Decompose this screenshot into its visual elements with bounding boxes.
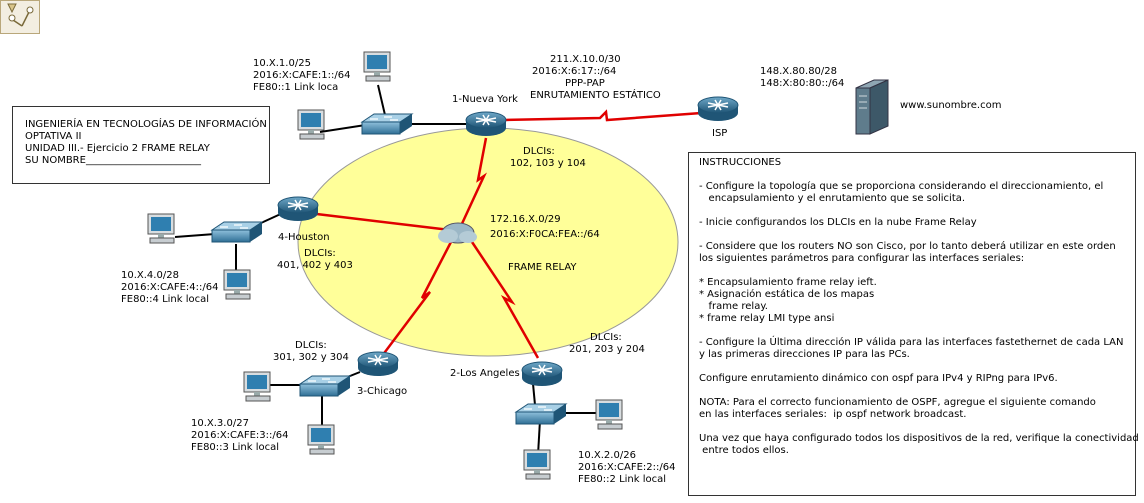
router-la-label: 2-Los Angeles: [450, 368, 520, 379]
instructions-paragraph: - Considere que los routers NO son Cisco…: [699, 241, 1116, 264]
router-isp-icon[interactable]: [697, 96, 739, 122]
lan4-linklocal: FE80::4 Link local: [121, 294, 210, 305]
pc-chicago-2-icon[interactable]: [307, 424, 335, 455]
lan1-ipv4: 10.X.1.0/25: [253, 58, 311, 69]
server-icon[interactable]: [855, 79, 889, 135]
instructions-title: INSTRUCCIONES: [699, 157, 782, 168]
frame-relay-area: [297, 127, 679, 357]
lan2-ipv6: 2016:X:CAFE:2::/64: [578, 462, 676, 473]
server-ipv6: 148:X:80:80::/64: [760, 78, 845, 89]
lan3-ipv4: 10.X.3.0/27: [191, 418, 249, 429]
dlci-ny-title: DLCIs:: [523, 146, 555, 157]
lan4-ipv6: 2016:X:CAFE:4::/64: [121, 282, 219, 293]
router-chicago-label: 3-Chicago: [357, 386, 408, 397]
instructions-paragraph: * Encapsulamiento frame relay ieft. * As…: [699, 277, 877, 324]
header-line-1: INGENIERÍA EN TECNOLOGÍAS DE INFORMACIÓN: [25, 119, 267, 130]
frame-relay-label: FRAME RELAY: [508, 262, 577, 273]
dlci-chicago-values: 301, 302 y 304: [273, 352, 349, 363]
switch-ny-icon[interactable]: [361, 113, 413, 135]
instructions-paragraph: NOTA: Para el correcto funcionamiento de…: [699, 397, 1096, 420]
instructions-paragraph: - Configure la Última dirección IP válid…: [699, 337, 1124, 360]
instructions-paragraph: - Inicie configurandos los DLCIs en la n…: [699, 217, 977, 228]
dlci-ny-values: 102, 103 y 104: [510, 158, 586, 169]
pc-ny-2-icon[interactable]: [297, 109, 325, 140]
pc-houston-2-icon[interactable]: [223, 269, 251, 300]
switch-houston-icon[interactable]: [211, 221, 263, 243]
dlci-chicago-title: DLCIs:: [295, 340, 327, 351]
dlci-la-values: 201, 203 y 204: [569, 344, 645, 355]
lan4-ipv4: 10.X.4.0/28: [121, 270, 179, 281]
wan-routing: ENRUTAMIENTO ESTÁTICO: [530, 90, 661, 101]
lan1-linklocal: FE80::1 Link loca: [253, 82, 339, 93]
server-ipv4: 148.X.80.80/28: [760, 66, 838, 77]
activity-corner-icon[interactable]: [0, 0, 40, 34]
pc-ny-1-icon[interactable]: [363, 51, 391, 82]
wan-ipv6: 2016:X:6:17::/64: [532, 66, 617, 77]
router-chicago-icon[interactable]: [357, 351, 399, 377]
header-line-3: UNIDAD III.- Ejercicio 2 FRAME RELAY: [25, 143, 210, 154]
instructions-paragraph: Configure enrutamiento dinámico con ospf…: [699, 373, 1058, 384]
router-isp-label: ISP: [712, 128, 728, 139]
dlci-houston-values: 401, 402 y 403: [277, 260, 353, 271]
router-la-icon[interactable]: [521, 361, 563, 387]
fr-ipv4: 172.16.X.0/29: [490, 214, 561, 225]
server-name: www.sunombre.com: [900, 100, 1002, 111]
dlci-la-title: DLCIs:: [590, 332, 622, 343]
lan1-ipv6: 2016:X:CAFE:1::/64: [253, 70, 351, 81]
lan3-ipv6: 2016:X:CAFE:3::/64: [191, 430, 289, 441]
header-line-4: SU NOMBRE_______________________: [25, 155, 201, 166]
frame-relay-cloud-icon: [438, 222, 477, 244]
lan2-ipv4: 10.X.2.0/26: [578, 450, 636, 461]
fr-ipv6: 2016:X:F0CA:FEA::/64: [490, 229, 600, 240]
assignment-header-box: INGENIERÍA EN TECNOLOGÍAS DE INFORMACIÓN…: [12, 106, 270, 184]
switch-la-icon[interactable]: [515, 403, 567, 425]
wan-auth: PPP-PAP: [565, 78, 605, 89]
dlci-houston-title: DLCIs:: [304, 248, 336, 259]
instructions-paragraph: Una vez que haya configurado todos los d…: [699, 433, 1139, 456]
switch-chicago-icon[interactable]: [299, 375, 351, 397]
router-houston-icon[interactable]: [277, 196, 319, 222]
header-line-2: OPTATIVA II: [25, 131, 82, 142]
lan3-linklocal: FE80::3 Link local: [191, 442, 280, 453]
instructions-paragraph: - Configure la topología que se proporci…: [699, 181, 1104, 204]
pc-la-1-icon[interactable]: [595, 399, 623, 430]
lan2-linklocal: FE80::2 Link local: [578, 474, 667, 485]
pc-houston-1-icon[interactable]: [147, 213, 175, 244]
pc-la-2-icon[interactable]: [523, 449, 551, 480]
instructions-box: INSTRUCCIONES - Configure la topología q…: [688, 152, 1139, 496]
serial-links: [299, 109, 716, 365]
router-houston-label: 4-Houston: [278, 232, 330, 243]
wan-ipv4: 211.X.10.0/30: [550, 54, 621, 65]
router-ny-label: 1-Nueva York: [452, 94, 518, 105]
router-ny-icon[interactable]: [465, 111, 507, 137]
pc-chicago-1-icon[interactable]: [243, 371, 271, 402]
